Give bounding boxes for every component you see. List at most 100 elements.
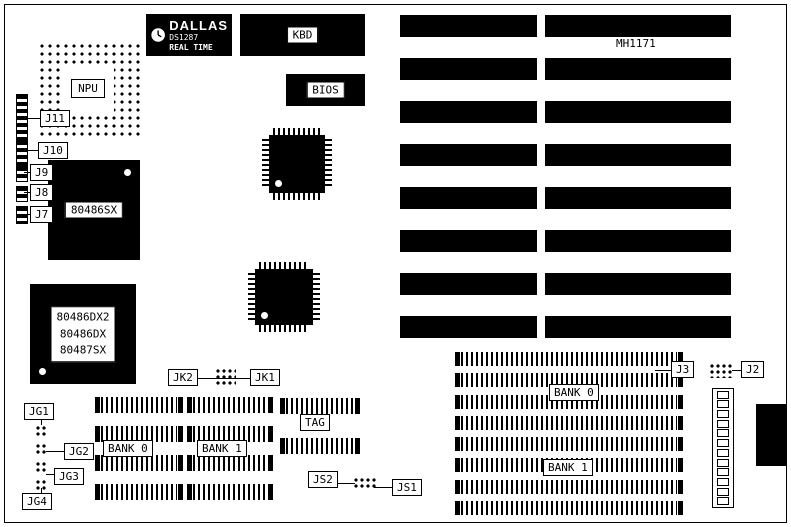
simm-socket-end xyxy=(678,458,683,473)
isa-slot-segment xyxy=(400,273,537,295)
simm-bank0-left xyxy=(95,397,183,500)
tag-label: TAG xyxy=(300,414,330,431)
simm-socket xyxy=(455,394,683,409)
power-connector-pin xyxy=(717,477,729,486)
simm-socket-pins xyxy=(461,373,677,388)
j3-label: J3 xyxy=(671,361,695,378)
simm-socket-end xyxy=(268,426,273,442)
simm-socket xyxy=(187,484,273,500)
js2-leader-line xyxy=(335,483,355,484)
cpu-upgrade-socket: 80486DX2 80486DX 80487SX xyxy=(30,284,136,384)
isa-slot-segment xyxy=(545,187,731,209)
qfp-pins xyxy=(259,325,309,332)
simm-socket xyxy=(187,426,273,442)
power-connector-pin xyxy=(717,468,729,477)
bank1-left-label: BANK 1 xyxy=(197,440,247,457)
bank1-right-label: BANK 1 xyxy=(543,459,593,476)
j7-label: J7 xyxy=(30,206,54,223)
j8-leader-line xyxy=(24,192,30,193)
simm-socket-end xyxy=(95,484,100,500)
simm-socket-end xyxy=(355,398,360,414)
power-connector-pin xyxy=(717,390,729,399)
isa-slot-segment xyxy=(545,316,731,338)
js1-leader-line xyxy=(374,487,396,488)
isa-slot-segment xyxy=(400,58,537,80)
jk-leader-line xyxy=(190,378,260,379)
simm-socket-end xyxy=(187,397,192,413)
simm-socket-end xyxy=(455,437,460,452)
npu-socket-center: NPU xyxy=(62,64,114,112)
isa-slot-segment xyxy=(545,144,731,166)
simm-socket-end xyxy=(178,426,183,442)
j9-label: J9 xyxy=(30,164,54,181)
simm-socket xyxy=(95,455,183,471)
simm-socket xyxy=(280,438,360,454)
simm-socket xyxy=(187,455,273,471)
cpu-socket-label-line: 80486DX xyxy=(59,326,107,340)
js2-label: JS2 xyxy=(308,471,338,488)
j11-label: J11 xyxy=(40,110,70,127)
chipset-qfp-chip xyxy=(248,262,320,332)
simm-socket xyxy=(455,373,683,388)
simm-socket-end xyxy=(455,500,460,515)
qfp-pins xyxy=(273,193,321,200)
simm-socket-pins xyxy=(193,426,267,442)
simm-socket-pins xyxy=(461,500,677,515)
simm-socket-end xyxy=(455,373,460,388)
jg1-label: JG1 xyxy=(24,403,54,420)
simm-socket-end xyxy=(280,438,285,454)
simm-socket-end xyxy=(678,394,683,409)
isa-slot xyxy=(400,273,731,295)
logo-tagline: REAL TIME xyxy=(169,42,213,52)
simm-socket xyxy=(455,352,683,366)
j10-pin-header xyxy=(16,140,28,166)
j7-pin-header xyxy=(16,206,28,224)
simm-socket-end xyxy=(678,373,683,388)
bios-chip-label: BIOS xyxy=(306,81,345,99)
cpu-80486sx-chip: 80486SX xyxy=(48,160,140,260)
simm-socket-end xyxy=(455,415,460,430)
simm-socket-pins xyxy=(461,415,677,430)
j8-label: J8 xyxy=(30,184,54,201)
simm-socket-end xyxy=(268,455,273,471)
simm-socket-pins xyxy=(193,484,267,500)
isa-slot xyxy=(400,101,731,123)
isa-slot xyxy=(400,58,731,80)
jg2-label: JG2 xyxy=(64,443,94,460)
simm-socket xyxy=(95,397,183,413)
j11-leader-line xyxy=(24,118,40,119)
logo-text: DALLAS DS1287 REAL TIME xyxy=(169,19,228,52)
jk-jumper-block xyxy=(214,367,236,387)
pin1-marker xyxy=(275,180,282,187)
j2-label: J2 xyxy=(741,361,765,378)
isa-slot xyxy=(400,187,731,209)
isa-slot xyxy=(400,15,731,37)
jg-jumper-block xyxy=(34,460,48,472)
pin1-marker xyxy=(124,169,131,176)
power-connector-pin xyxy=(717,458,729,467)
simm-socket-end xyxy=(268,397,273,413)
qfp-pins xyxy=(273,128,321,135)
jg2-leader-line xyxy=(46,451,66,452)
simm-socket-pins xyxy=(461,394,677,409)
simm-socket-end xyxy=(95,426,100,442)
simm-socket-end xyxy=(187,426,192,442)
simm-socket-end xyxy=(178,397,183,413)
qfp-pins xyxy=(262,139,269,189)
isa-slot-segment xyxy=(545,230,731,252)
simm-socket-end xyxy=(678,352,683,366)
simm-socket-end xyxy=(280,398,285,414)
jg3-label: JG3 xyxy=(54,468,84,485)
simm-socket-pins xyxy=(286,398,354,414)
logo-brand: DALLAS xyxy=(169,17,228,33)
jk2-label: JK2 xyxy=(168,369,198,386)
simm-socket-end xyxy=(455,479,460,494)
power-connector-pin xyxy=(717,400,729,409)
j10-label: J10 xyxy=(38,142,68,159)
power-connector xyxy=(712,388,734,508)
j3-leader-line xyxy=(655,370,673,371)
qfp-pins xyxy=(313,273,320,321)
isa-slot-segment xyxy=(545,101,731,123)
simm-bank1-left xyxy=(187,397,273,500)
